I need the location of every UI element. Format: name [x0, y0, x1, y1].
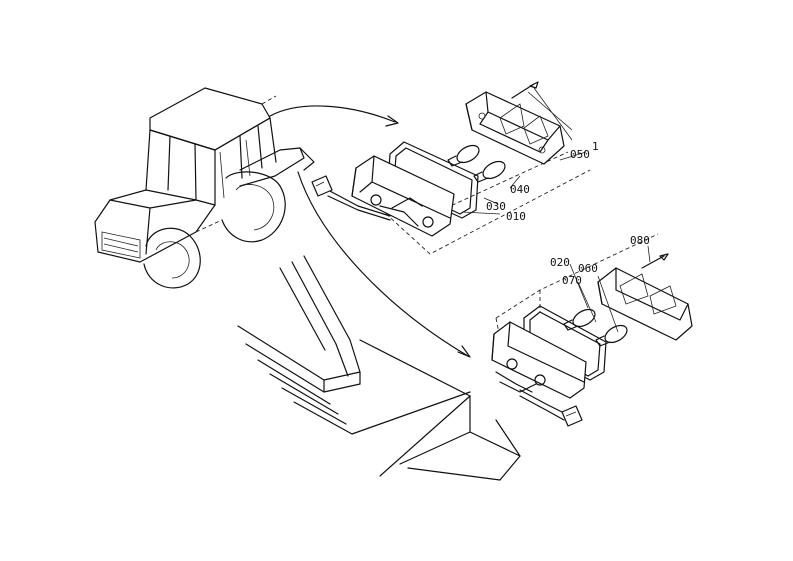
tractor-illustration: [94, 87, 315, 289]
bulb-lower-1: [563, 308, 596, 331]
callout-labels: 050 1 040 030 010 080 020 060 070: [486, 140, 650, 287]
callout-010: 010: [506, 210, 526, 223]
bulb-lower-2: [595, 324, 628, 347]
lamp-housing-lower: [491, 321, 587, 399]
lamp-lens-upper: [465, 91, 565, 165]
wire-connector-upper: [311, 175, 391, 221]
callout-030: 030: [486, 200, 506, 213]
bolt-080: [641, 253, 669, 269]
upper-lamp-assembly: [311, 81, 591, 255]
pointer-arrows: [269, 105, 471, 358]
callout-040: 040: [510, 183, 530, 196]
wire-connector-lower: [519, 389, 583, 427]
callout-1: 1: [592, 140, 599, 153]
lamp-housing-upper: [351, 155, 455, 237]
bulb-upper-2: [473, 160, 506, 183]
bulb-upper-1: [447, 144, 480, 167]
fender-detail: [237, 255, 521, 481]
screw-050: [511, 81, 573, 141]
callout-070: 070: [562, 274, 582, 287]
callout-080: 080: [630, 234, 650, 247]
lower-lamp-assembly: [491, 233, 693, 427]
callout-060: 060: [578, 262, 598, 275]
callout-020: 020: [550, 256, 570, 269]
lamp-lens-lower: [597, 267, 693, 341]
callout-050: 050: [570, 148, 590, 161]
